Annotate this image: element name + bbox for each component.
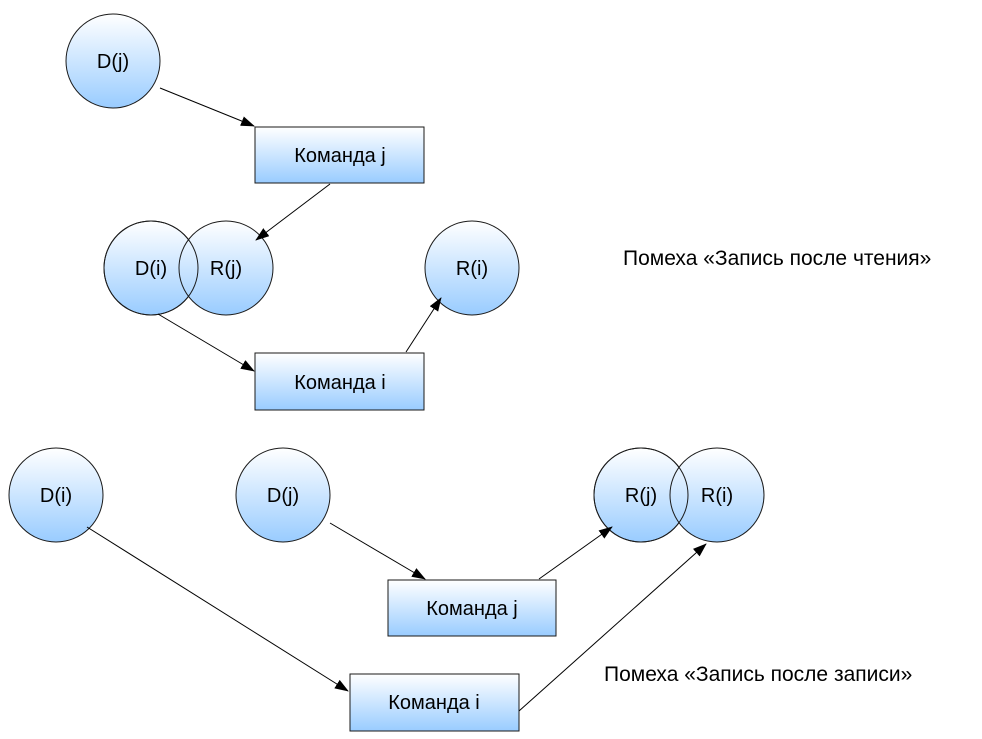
bottom-d-j-node: D(j) (235, 447, 331, 543)
bottom-diagram: D(i) D(j) R(j) R(i) Команда j Команда i (8, 447, 912, 732)
bottom-command-j-box: Команда j (387, 579, 557, 637)
top-d-j-node: D(j) (65, 13, 161, 109)
top-r-j-label: R(j) (210, 258, 242, 280)
top-command-i-label: Команда i (294, 372, 385, 394)
top-r-i-label: R(i) (456, 258, 488, 280)
top-r-j-node (178, 220, 274, 316)
bottom-r-j-outline (593, 447, 689, 543)
bottom-arrow-command-j-to-rj (538, 526, 613, 580)
bottom-arrow-command-i-to-ri (518, 543, 707, 712)
top-d-i-label: D(i) (135, 258, 167, 280)
bottom-command-j-label: Команда j (426, 598, 517, 620)
top-d-j-label: D(j) (97, 51, 129, 73)
bottom-r-j-label: R(j) (625, 485, 657, 507)
top-command-i-box: Команда i (254, 352, 425, 411)
top-d-i-outline (103, 220, 199, 316)
top-caption: Помеха «Запись после чтения» (623, 247, 931, 270)
top-arrow-di-to-command-i (157, 313, 255, 372)
top-arrow-command-j-to-rj (255, 183, 331, 241)
bottom-command-i-label: Команда i (388, 692, 479, 714)
bottom-arrow-di-to-command-i (86, 526, 349, 692)
top-diagram: D(j) Команда j D(i) R(j) R(i) Команда i (65, 13, 931, 411)
bottom-command-i-box: Команда i (349, 673, 520, 732)
bottom-arrow-dj-to-command-j (329, 522, 426, 580)
top-arrow-dj-to-command-j (159, 87, 255, 127)
top-r-i-node: R(i) (424, 220, 520, 316)
bottom-caption: Помеха «Запись после записи» (604, 663, 912, 686)
bottom-d-i-node: D(i) (8, 447, 104, 543)
bottom-r-i-node (669, 447, 765, 543)
bottom-d-i-label: D(i) (40, 485, 72, 507)
top-command-j-label: Команда j (294, 145, 385, 167)
top-arrow-command-i-to-ri (405, 297, 442, 353)
bottom-r-i-label: R(i) (701, 485, 733, 507)
top-command-j-box: Команда j (254, 126, 425, 184)
bottom-d-j-label: D(j) (267, 485, 299, 507)
